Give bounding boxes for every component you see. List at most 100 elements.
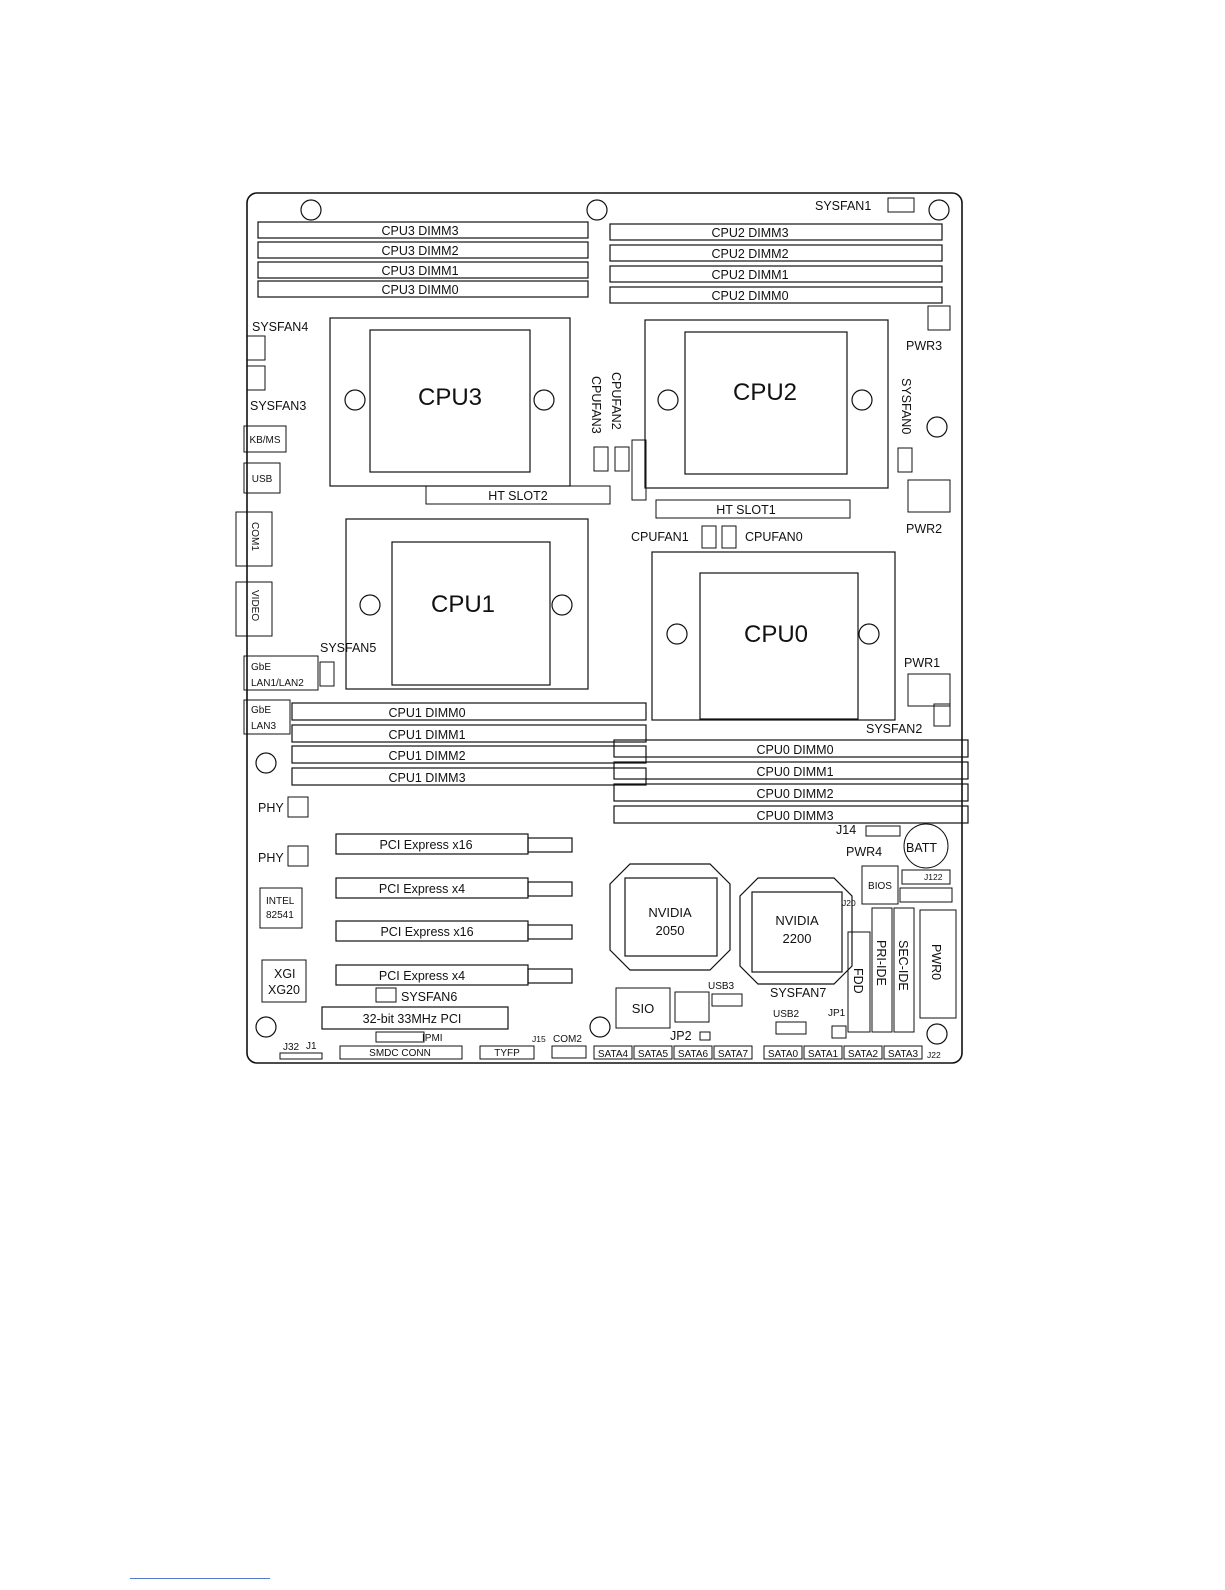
dimm-slot[interactable] (291, 745, 647, 764)
dimm-slot[interactable] (291, 767, 647, 786)
sec-ide-connector[interactable] (893, 907, 915, 1033)
dimm-slot[interactable] (609, 286, 943, 304)
j14-header[interactable] (865, 825, 901, 837)
dimm-slot[interactable] (257, 261, 589, 279)
sysfan1-header[interactable] (887, 197, 915, 213)
sysfan7-header[interactable] (831, 1025, 847, 1039)
lan12-port[interactable] (243, 655, 319, 691)
dimm-label: CPU2 DIMM0 (711, 289, 788, 303)
sata-port[interactable] (803, 1045, 843, 1060)
nvidia-2200-line1: NVIDIA (775, 913, 819, 928)
socket-lever (533, 389, 555, 411)
video-port[interactable] (235, 581, 273, 637)
lan12-label-line1: GbE (251, 662, 271, 673)
usb3-label: USB3 (708, 981, 735, 992)
lan3-port[interactable] (243, 699, 291, 735)
smdc-connector[interactable] (339, 1045, 463, 1060)
pri-ide-connector[interactable] (871, 907, 893, 1033)
pwr0-connector[interactable] (919, 909, 957, 1019)
ht-bridge (631, 439, 647, 501)
dimm-slot[interactable] (609, 265, 943, 283)
sysfan0-header[interactable] (897, 447, 913, 473)
sec-ide-label: SEC-IDE (896, 940, 910, 991)
ht-slot1[interactable] (655, 499, 851, 519)
dimm-slot[interactable] (257, 280, 589, 298)
jp2-jumper[interactable] (699, 1031, 711, 1041)
ipmi-header[interactable] (375, 1031, 425, 1043)
sysfan6-header[interactable] (375, 987, 397, 1003)
sysfan2-header[interactable] (933, 703, 951, 727)
sata-port[interactable] (883, 1045, 923, 1060)
pwr3-connector[interactable] (927, 305, 951, 331)
com2-header[interactable] (551, 1045, 587, 1059)
dimm-slot[interactable] (613, 805, 969, 824)
sata-port[interactable] (763, 1045, 803, 1060)
ipmi-label: IPMI (422, 1033, 443, 1044)
dimm-slot[interactable] (613, 761, 969, 780)
dimm-slot[interactable] (613, 783, 969, 802)
mount-hole (928, 199, 950, 221)
pci-slot-tail (527, 924, 573, 940)
dimm-slot[interactable] (609, 223, 943, 241)
com1-port[interactable] (235, 511, 273, 567)
cpufan0-label: CPUFAN0 (745, 530, 803, 544)
pci-slot-label: PCI Express x4 (379, 882, 465, 896)
cpufan1-header[interactable] (701, 525, 717, 549)
sysfan4-header[interactable] (246, 335, 266, 361)
cpufan0-header[interactable] (721, 525, 737, 549)
dimm-slot[interactable] (257, 241, 589, 259)
dimm-slot[interactable] (613, 739, 969, 758)
sysfan5-header[interactable] (319, 661, 335, 687)
sata-port[interactable] (673, 1045, 713, 1060)
cpufan3-label: CPUFAN3 (589, 376, 603, 434)
phy-chip (287, 796, 309, 818)
dimm-label: CPU3 DIMM2 (381, 244, 458, 258)
pwr1-connector[interactable] (907, 673, 951, 707)
usb3-header[interactable] (711, 993, 743, 1007)
sysfan5-label: SYSFAN5 (320, 641, 376, 655)
sata-port[interactable] (633, 1045, 673, 1060)
j20-label: J20 (842, 898, 856, 908)
sata-port[interactable] (843, 1045, 883, 1060)
socket-lever (851, 389, 873, 411)
pwr2-connector[interactable] (907, 479, 951, 513)
ht-slot2[interactable] (425, 485, 611, 505)
battery (903, 823, 949, 869)
dimm-label: CPU1 DIMM3 (388, 771, 465, 785)
kbms-port[interactable] (243, 425, 287, 453)
sysfan4-label: SYSFAN4 (252, 320, 308, 334)
dimm-label: CPU1 DIMM1 (388, 728, 465, 742)
sata-port[interactable] (713, 1045, 753, 1060)
dimm-slot[interactable] (291, 724, 647, 743)
pri-ide-label: PRI-IDE (874, 940, 888, 986)
dimm-slot[interactable] (257, 221, 589, 239)
fdd-connector[interactable] (847, 931, 871, 1033)
socket-frame (644, 319, 889, 489)
tyfp-connector[interactable] (479, 1045, 535, 1060)
dimm-label: CPU0 DIMM1 (756, 765, 833, 779)
pwr4-connector[interactable] (899, 887, 953, 903)
usb2-header[interactable] (775, 1021, 807, 1035)
cpufan3-header[interactable] (593, 446, 609, 472)
usb-port[interactable] (243, 462, 281, 494)
sysfan3-header[interactable] (246, 365, 266, 391)
board-outline (246, 192, 963, 1064)
pwr0-label: PWR0 (929, 944, 943, 980)
footer-rule (130, 1578, 270, 1579)
battery-label: BATT (906, 841, 937, 855)
pci-slot[interactable] (321, 1006, 509, 1030)
dimm-label: CPU0 DIMM3 (756, 809, 833, 823)
dimm-label: CPU2 DIMM2 (711, 247, 788, 261)
dimm-slot[interactable] (609, 244, 943, 262)
socket-lever (344, 389, 366, 411)
sata-port[interactable] (593, 1045, 633, 1060)
intel-label-line1: INTEL (266, 896, 295, 907)
j122-header[interactable] (901, 869, 951, 885)
j1-header[interactable] (279, 1052, 323, 1060)
lan3-label-line1: GbE (251, 705, 271, 716)
cpufan2-header[interactable] (614, 446, 630, 472)
phy-chip (287, 845, 309, 867)
dimm-slot[interactable] (291, 702, 647, 721)
